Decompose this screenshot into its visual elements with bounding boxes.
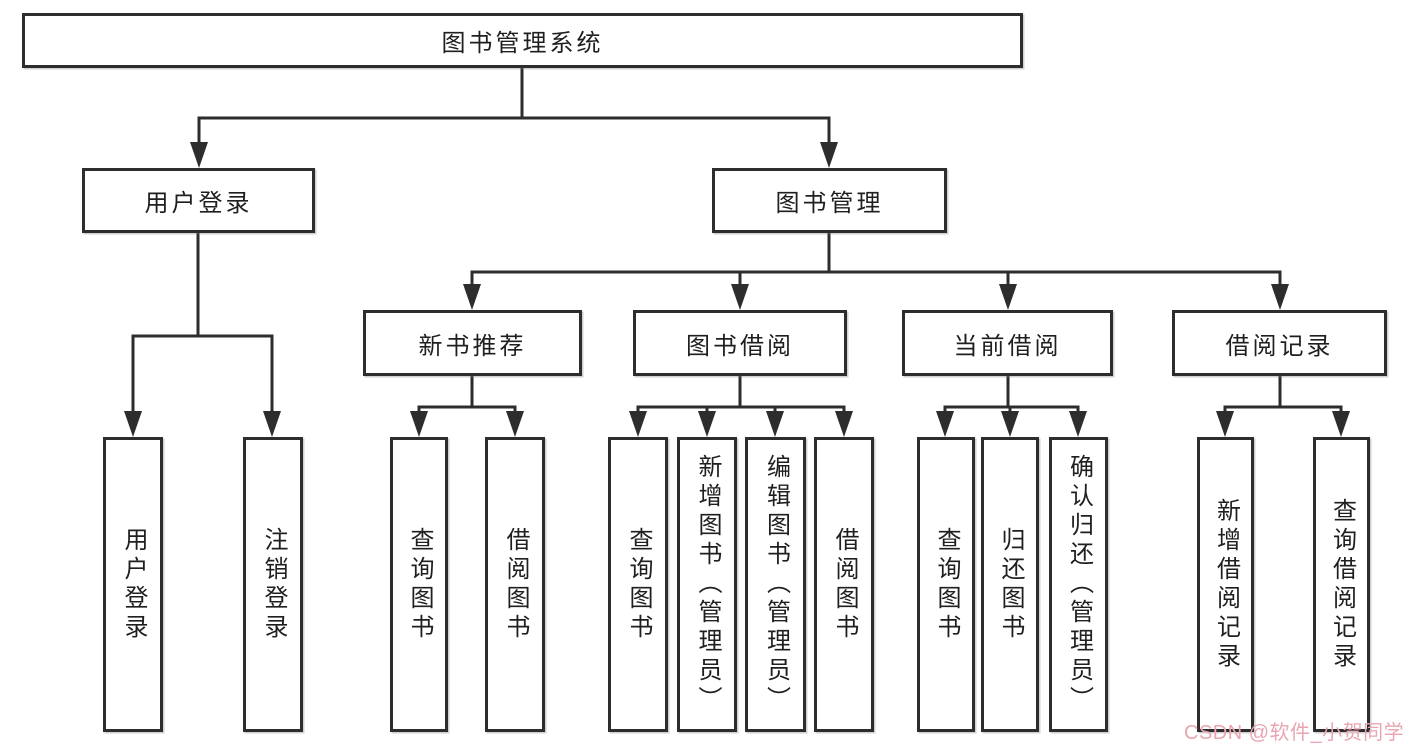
node-book-borrow: 图书借阅 [633, 310, 847, 376]
leaf-bb-edit-books-admin: 编辑图书（管理员） [745, 437, 806, 732]
leaf-bb-borrow-books-label: 借阅图书 [831, 526, 858, 643]
node-borrow-records: 借阅记录 [1172, 310, 1387, 376]
leaf-cb-return-books-label: 归还图书 [997, 526, 1024, 643]
leaf-logout-login: 注销登录 [243, 437, 303, 732]
node-root-label: 图书管理系统 [441, 30, 604, 57]
leaf-nbr-query-books-label: 查询图书 [406, 526, 433, 643]
leaf-logout-login-label: 注销登录 [260, 526, 287, 643]
node-book-borrow-label: 图书借阅 [686, 332, 794, 360]
leaf-nbr-borrow-books: 借阅图书 [485, 437, 545, 732]
leaf-cb-query-books: 查询图书 [917, 437, 975, 732]
leaf-br-add-record: 新增借阅记录 [1197, 437, 1254, 732]
node-current-borrow-label: 当前借阅 [953, 332, 1062, 360]
leaf-bb-query-books: 查询图书 [608, 437, 668, 732]
leaf-bb-add-books-admin: 新增图书（管理员） [677, 437, 737, 732]
node-book-management-label: 图书管理 [775, 190, 884, 217]
leaf-br-query-record: 查询借阅记录 [1313, 437, 1370, 732]
leaf-cb-confirm-return-admin-label: 确认归还（管理员） [1065, 454, 1093, 715]
leaf-user-login-label: 用户登录 [120, 526, 147, 643]
node-current-borrow: 当前借阅 [902, 310, 1113, 376]
leaf-bb-query-books-label: 查询图书 [625, 526, 652, 643]
leaf-cb-query-books-label: 查询图书 [933, 526, 960, 643]
leaf-user-login: 用户登录 [103, 437, 163, 732]
leaf-br-query-record-label: 查询借阅记录 [1328, 497, 1356, 672]
node-user-login: 用户登录 [82, 168, 315, 233]
leaf-bb-edit-books-admin-label: 编辑图书（管理员） [762, 454, 790, 715]
node-new-book-recommend-label: 新书推荐 [418, 332, 527, 360]
leaf-nbr-query-books: 查询图书 [390, 437, 448, 732]
node-new-book-recommend: 新书推荐 [363, 310, 582, 376]
node-book-management: 图书管理 [712, 168, 947, 233]
node-root: 图书管理系统 [22, 13, 1023, 68]
leaf-br-add-record-label: 新增借阅记录 [1212, 497, 1240, 672]
node-borrow-records-label: 借阅记录 [1225, 332, 1334, 360]
leaf-bb-borrow-books: 借阅图书 [814, 437, 874, 732]
leaf-cb-confirm-return-admin: 确认归还（管理员） [1049, 437, 1108, 732]
node-user-login-label: 用户登录 [144, 190, 253, 217]
leaf-nbr-borrow-books-label: 借阅图书 [502, 526, 529, 643]
leaf-cb-return-books: 归还图书 [981, 437, 1039, 732]
leaf-bb-add-books-admin-label: 新增图书（管理员） [694, 454, 721, 715]
watermark: CSDN @软件_小贺同学 [1184, 722, 1405, 744]
